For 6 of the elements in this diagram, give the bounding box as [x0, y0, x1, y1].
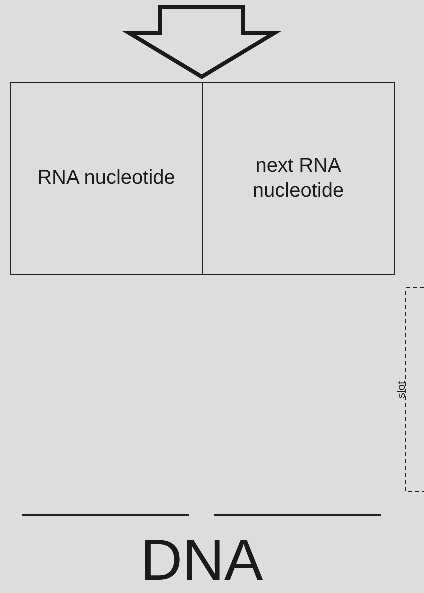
nucleotide-box: [202, 82, 395, 275]
slot-label: slot: [396, 381, 408, 399]
node-label: RNA nucleotide: [38, 166, 176, 191]
nucleotide-box: [10, 82, 203, 275]
dna-label: DNA: [140, 530, 264, 592]
node-label: next RNA nucleotide: [252, 154, 346, 204]
